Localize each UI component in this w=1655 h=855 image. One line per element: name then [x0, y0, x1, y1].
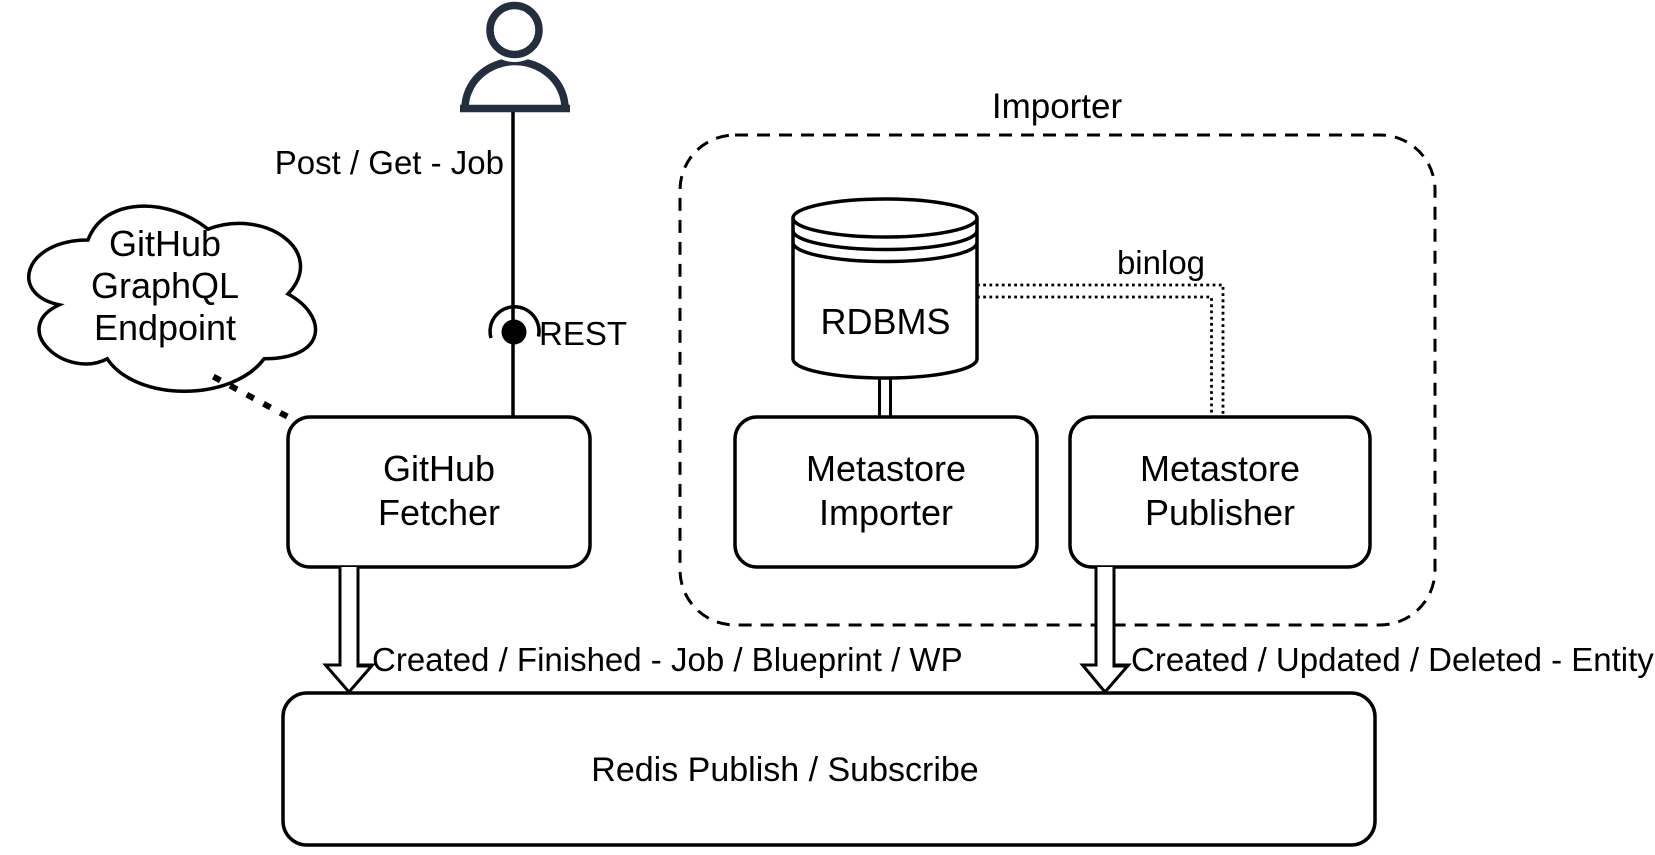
fetcher-to-redis-edge-label: Created / Finished - Job / Blueprint / W… — [372, 641, 963, 678]
rdbms-cylinder-shape — [791, 197, 979, 380]
cloud-label-line3: Endpoint — [93, 307, 237, 348]
publisher-to-redis-arrow — [1079, 567, 1132, 695]
importer-group-label: Importer — [991, 87, 1123, 126]
publisher-to-redis-edge-label: Created / Updated / Deleted - Entity — [1131, 641, 1654, 678]
metastore-importer-label-line1: Metastore — [805, 448, 967, 489]
cloud-label-line1: GitHub — [108, 223, 222, 264]
binlog-edge-label: binlog — [1116, 244, 1206, 281]
metastore-publisher-label: Metastore Publisher — [1070, 447, 1370, 535]
github-fetcher-label-line1: GitHub — [382, 448, 496, 489]
cloud-label: GitHub GraphQL Endpoint — [45, 223, 285, 349]
cloud-shape — [27, 204, 318, 393]
metastore-publisher-label-line1: Metastore — [1139, 448, 1301, 489]
user-to-fetcher-edge-label: Post / Get - Job — [274, 144, 504, 181]
fetcher-to-redis-arrow — [322, 567, 376, 695]
metastore-importer-label-line2: Importer — [818, 492, 954, 533]
importer-group-container — [678, 133, 1437, 627]
github-fetcher-label: GitHub Fetcher — [288, 447, 590, 535]
github-fetcher-label-line2: Fetcher — [377, 492, 501, 533]
metastore-importer-box — [733, 415, 1039, 569]
metastore-publisher-label-line2: Publisher — [1144, 492, 1296, 533]
redis-box — [281, 691, 1377, 847]
github-fetcher-box — [286, 415, 592, 569]
fetcher-arrow-label-leader — [356, 642, 370, 668]
binlog-connector — [977, 283, 1225, 418]
publisher-arrow-label-leader — [1112, 642, 1126, 668]
cloud-label-line2: GraphQL — [90, 265, 240, 306]
rdbms-label: RDBMS — [820, 301, 951, 342]
metastore-importer-label: Metastore Importer — [735, 447, 1037, 535]
user-icon — [460, 0, 570, 113]
redis-label: Redis Publish / Subscribe — [591, 751, 979, 789]
rest-interface-label: REST — [539, 315, 628, 352]
cloud-to-fetcher-dotted-connector — [211, 373, 295, 423]
ball-and-socket-interface-icon — [488, 305, 541, 345]
metastore-publisher-box — [1068, 415, 1372, 569]
rdbms-to-importer-link — [878, 377, 892, 418]
